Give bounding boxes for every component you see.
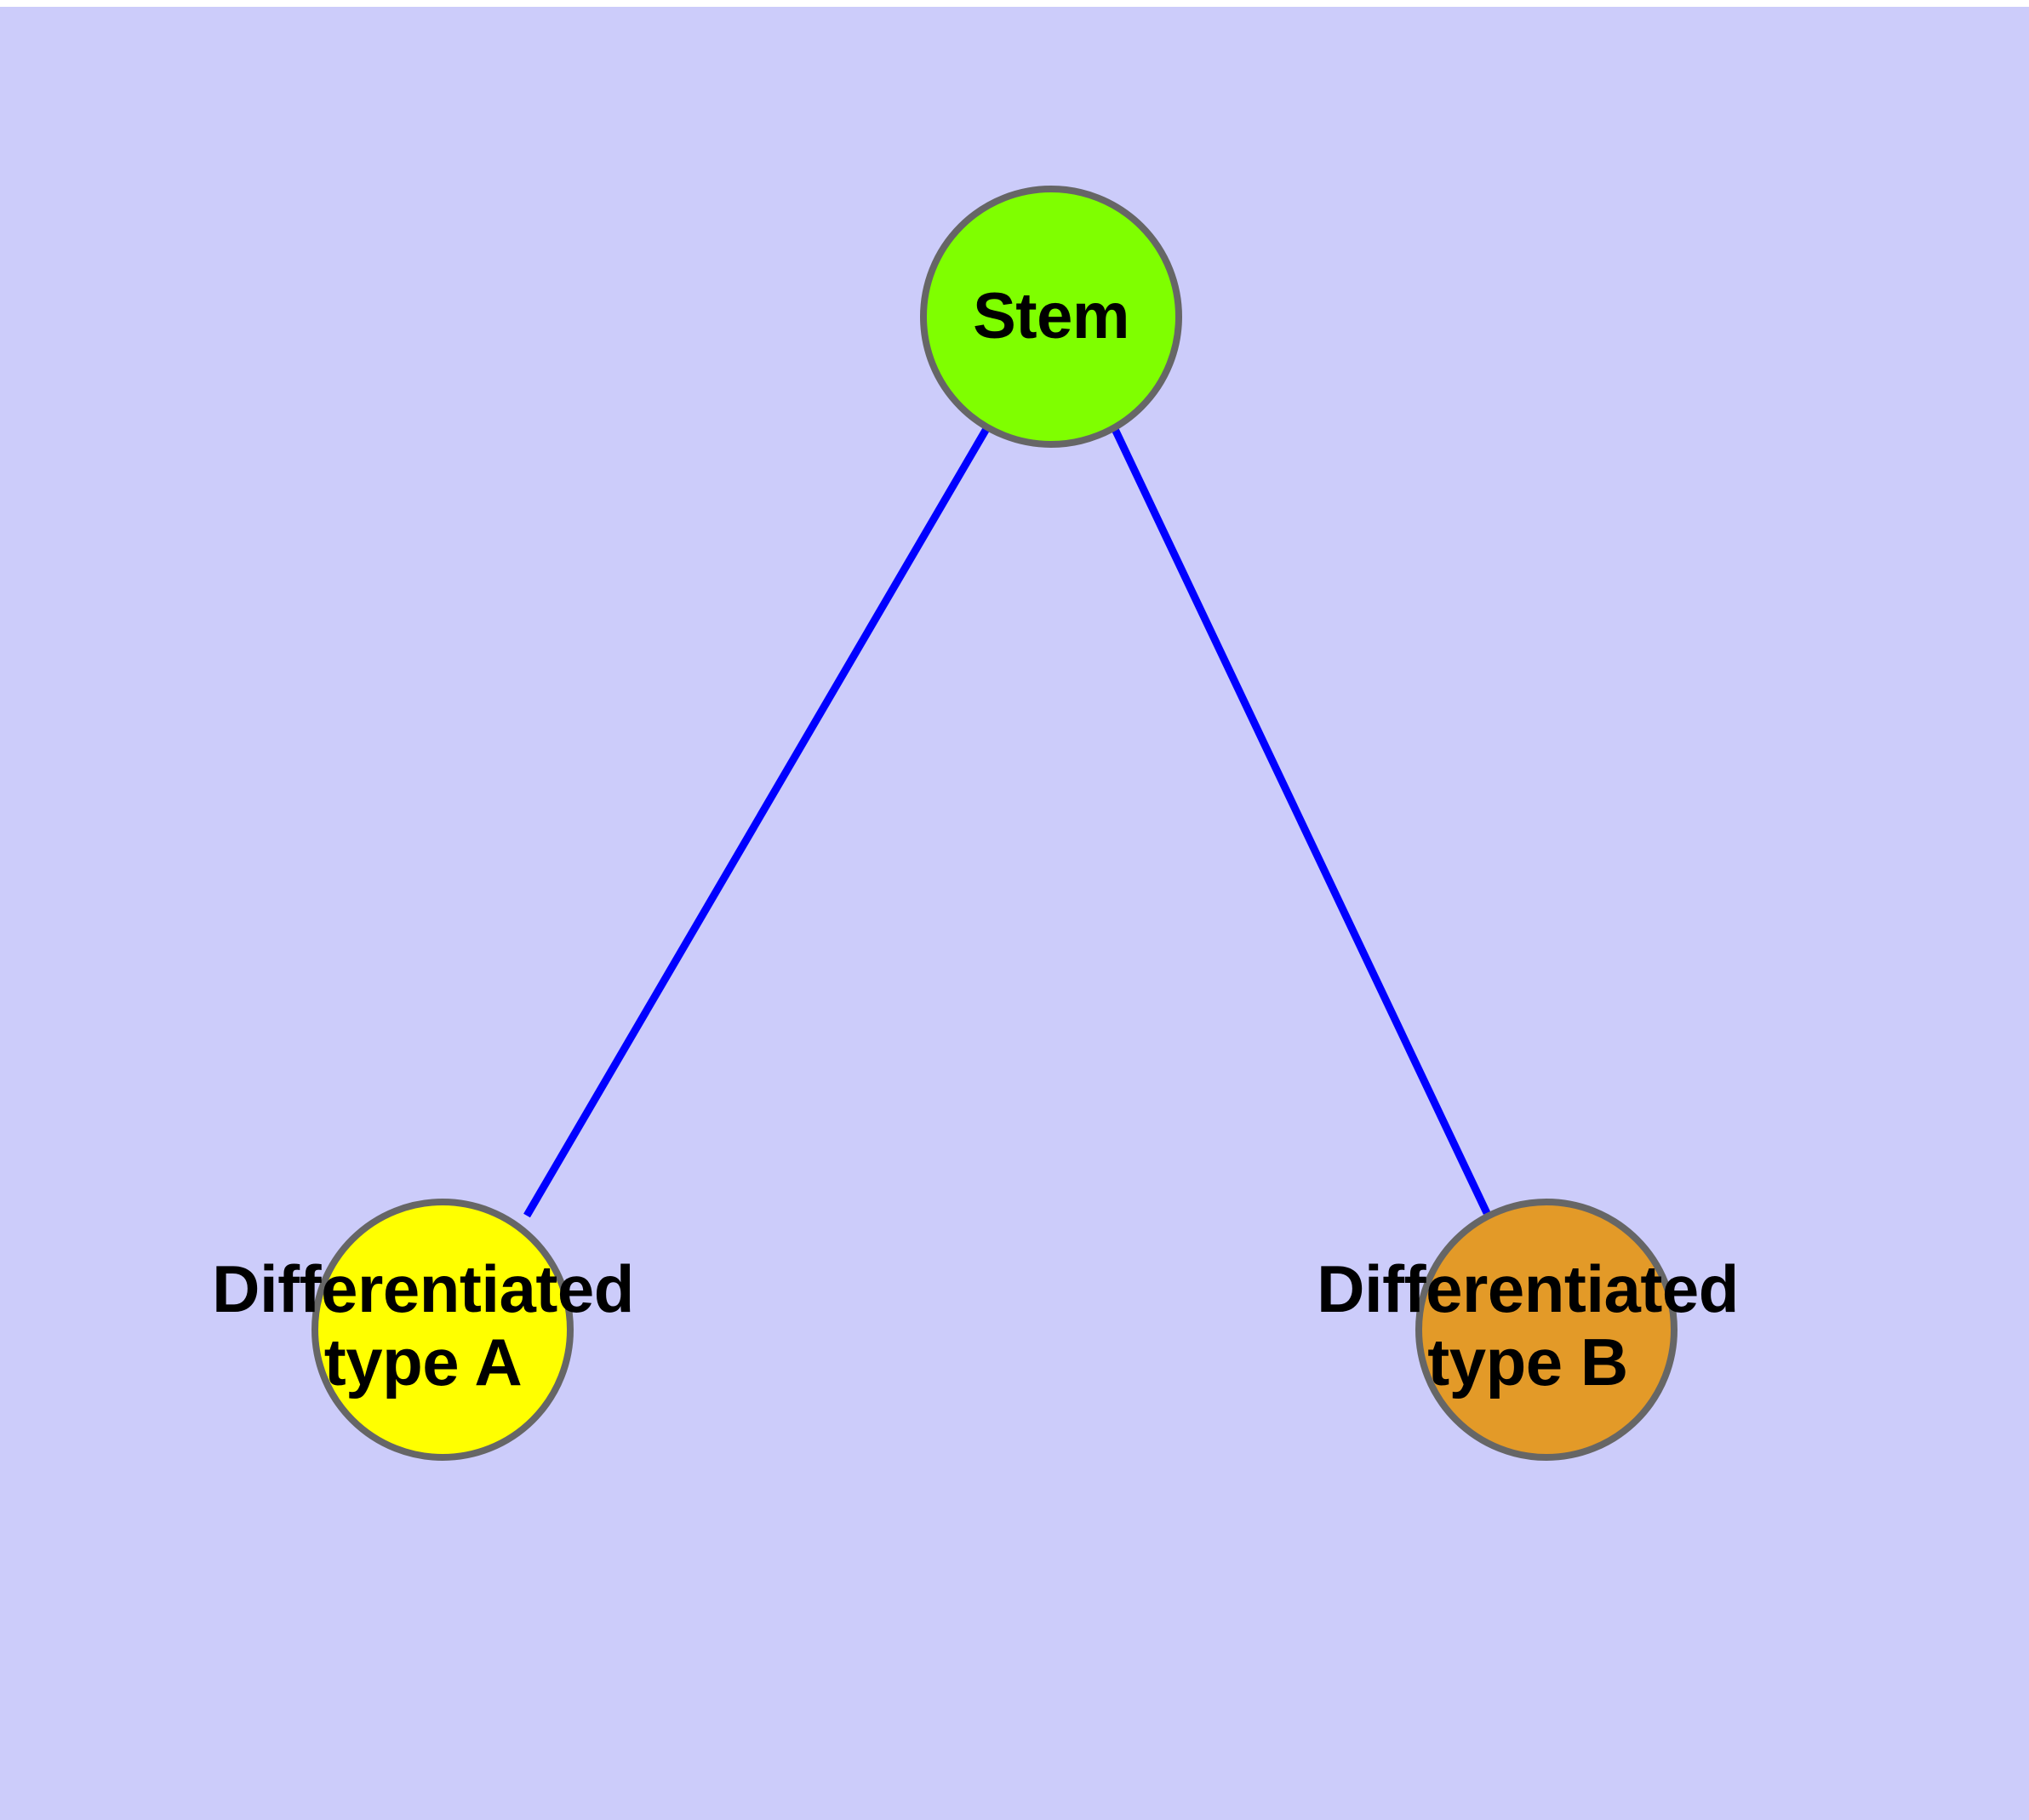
- graph-node-stem[interactable]: [920, 186, 1182, 448]
- graph-node-diff_a[interactable]: [311, 1199, 574, 1461]
- edge-layer: [523, 425, 1491, 1218]
- node-layer: [311, 186, 1677, 1461]
- graph-edge-stem-diff_a[interactable]: [523, 425, 991, 1218]
- graph-edge-stem-diff_b[interactable]: [1110, 426, 1491, 1215]
- graph-node-diff_b[interactable]: [1415, 1199, 1677, 1461]
